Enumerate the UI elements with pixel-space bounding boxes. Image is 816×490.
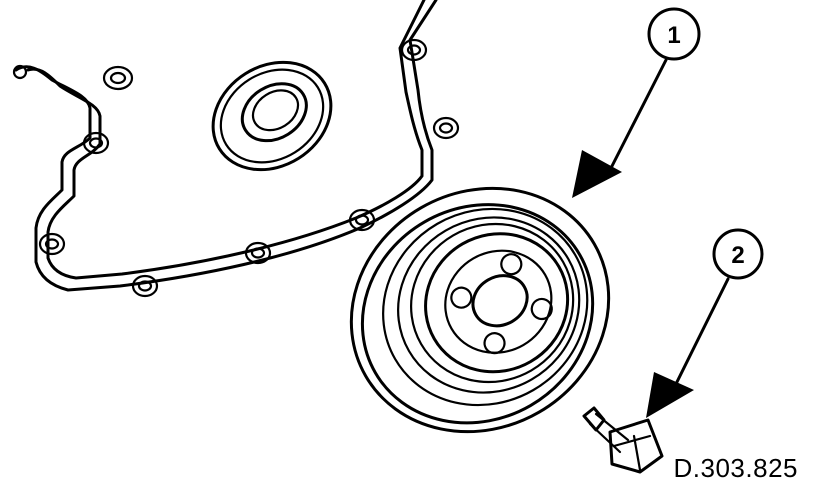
boss-ring	[432, 116, 460, 140]
callout-2-circle	[712, 228, 764, 280]
crankshaft-pulley	[349, 186, 611, 434]
gasket-bolt-bosses	[12, 38, 460, 298]
callout-1-leader	[608, 58, 668, 172]
drawing-reference-code: D.303.825	[673, 453, 798, 483]
callout-1-circle	[647, 7, 701, 61]
boss-ring	[38, 232, 66, 256]
callout-2-label: 2	[731, 242, 744, 269]
boss-hole	[137, 280, 153, 292]
boss-ring	[131, 274, 159, 298]
pulley-bolt	[582, 406, 664, 474]
callout-2: 2	[646, 228, 764, 418]
callout-1-label: 1	[667, 22, 680, 49]
boss-hole	[438, 122, 454, 134]
boss-ring	[102, 65, 134, 91]
callout-2-leader	[670, 277, 730, 394]
callout-1-arrowhead	[572, 150, 622, 198]
gasket-tab-hole	[12, 64, 28, 80]
boss-hole	[250, 247, 266, 259]
boss-hole	[109, 71, 127, 85]
boss-ring	[82, 131, 110, 155]
callout-2-arrowhead	[646, 372, 694, 418]
boss-hole	[354, 214, 370, 226]
boss-ring	[244, 241, 272, 265]
boss-hole	[406, 44, 422, 56]
boss-ring	[348, 208, 376, 232]
crankshaft-front-seal	[211, 60, 333, 172]
boss-hole	[44, 238, 60, 250]
callout-1: 1	[572, 7, 701, 198]
boss-hole	[88, 137, 104, 149]
front-cover-gasket	[14, 0, 438, 292]
boss-ring	[400, 38, 428, 62]
